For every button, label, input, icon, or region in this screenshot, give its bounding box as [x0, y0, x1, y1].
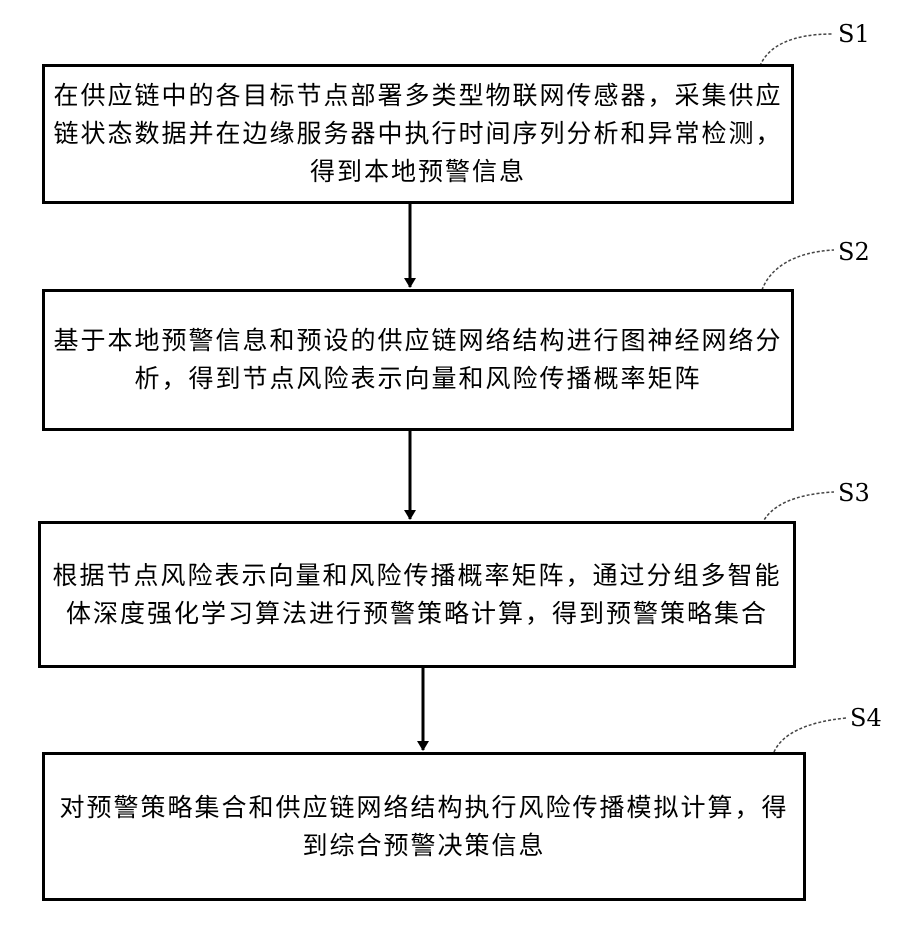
step-box-s1: 在供应链中的各目标节点部署多类型物联网传感器，采集供应链状态数据并在边缘服务器中… — [42, 64, 794, 204]
leader-s3 — [762, 492, 834, 524]
step-label-s4: S4 — [850, 706, 882, 730]
leader-s4 — [774, 718, 846, 752]
leader-s1 — [760, 34, 832, 66]
step-text-s2: 基于本地预警信息和预设的供应链网络结构进行图神经网络分析，得到节点风险表示向量和… — [45, 322, 791, 398]
step-label-s2: S2 — [838, 240, 870, 264]
step-box-s4: 对预警策略集合和供应链网络结构执行风险传播模拟计算，得到综合预警决策信息 — [42, 752, 806, 901]
step-text-s4: 对预警策略集合和供应链网络结构执行风险传播模拟计算，得到综合预警决策信息 — [45, 789, 803, 865]
step-text-s3: 根据节点风险表示向量和风险传播概率矩阵，通过分组多智能体深度强化学习算法进行预警… — [41, 557, 793, 633]
step-label-s3: S3 — [838, 481, 870, 505]
step-box-s3: 根据节点风险表示向量和风险传播概率矩阵，通过分组多智能体深度强化学习算法进行预警… — [38, 521, 796, 668]
step-label-s1: S1 — [838, 22, 870, 46]
step-box-s2: 基于本地预警信息和预设的供应链网络结构进行图神经网络分析，得到节点风险表示向量和… — [42, 289, 794, 431]
step-text-s1: 在供应链中的各目标节点部署多类型物联网传感器，采集供应链状态数据并在边缘服务器中… — [45, 77, 791, 191]
leader-s2 — [762, 250, 834, 290]
